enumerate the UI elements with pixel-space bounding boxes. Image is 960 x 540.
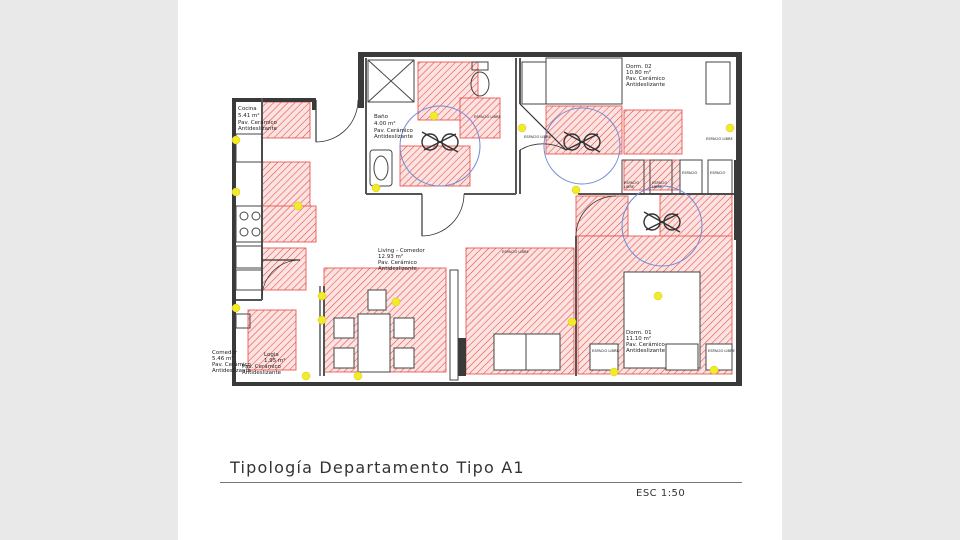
annotation-dorm2-f: ESPACIO <box>710 171 725 175</box>
zone-dorm2-right <box>623 109 683 155</box>
annotation-dorm2-c2: LIBRE <box>624 185 635 189</box>
annotation-dorm2-d2: LIBRE <box>652 185 663 189</box>
dorm2-area: 10.80 m² <box>626 69 651 76</box>
bano-name: Baño <box>374 114 389 120</box>
dorm1-floor2: Antideslizante <box>626 348 666 354</box>
room-label-bano: Baño 4.00 m² Pav. Cerámico Antideslizant… <box>374 114 414 140</box>
logia-floor: Pav. Cerámico <box>242 363 282 370</box>
accessibility-markers <box>231 111 735 381</box>
room-label-living: Living - Comedor 12.93 m² Pav. Cerámico … <box>378 248 426 272</box>
annotation-dorm2-b: ESPACIO LIBRE <box>706 137 733 141</box>
dorm1-furniture <box>589 271 733 371</box>
comedor-name: Comedor <box>212 350 238 356</box>
zone-kitchen-bottom <box>261 247 307 291</box>
comedor-area: 5.46 m² <box>212 355 234 362</box>
room-label-comedor: Comedor 5.46 m² Pav. Cerámico Antidesliz… <box>212 350 252 374</box>
room-label-logia: Logia 1.95 m² Pav. Cerámico Antideslizan… <box>242 352 286 376</box>
zone-dorm2-top <box>545 105 623 155</box>
dorm1-floor: Pav. Cerámico <box>626 341 666 348</box>
drawing-title: Tipología Departamento Tipo A1 <box>230 458 525 477</box>
floor-plan: Cocina 5.41 m² Pav. Cerámico Antidesliza… <box>212 52 742 386</box>
zone-dorm1-door <box>575 195 629 237</box>
cocina-name: Cocina <box>238 106 257 112</box>
annotation-dorm2-c: ESPACIO <box>624 181 639 185</box>
bano-area: 4.00 m² <box>374 120 396 127</box>
dorm2-floor2: Antideslizante <box>626 82 666 88</box>
dorm1-name: Dorm. 01 <box>626 330 652 336</box>
annotation-dorm2-a: ESPACIO LIBRE <box>524 135 551 139</box>
annotation-dorm1-a: ESPACIO LIBRE <box>592 349 619 353</box>
logia-name: Logia <box>264 352 279 358</box>
wheelchair-symbols <box>421 131 681 233</box>
annotation-dorm1-b: ESPACIO LIBRE <box>708 349 735 353</box>
living-name: Living - Comedor <box>378 248 426 254</box>
annotation-living: ESPACIO LIBRE <box>502 250 529 254</box>
zone-bath-mid <box>459 97 501 139</box>
bano-floor: Pav. Cerámico <box>374 127 414 134</box>
zone-kitchen-top <box>261 101 311 139</box>
living-furniture <box>333 269 561 381</box>
logia-floor2: Antideslizante <box>242 370 282 376</box>
dorm2-name: Dorm. 02 <box>626 64 652 70</box>
cocina-floor2: Antideslizante <box>238 126 278 132</box>
kitchen-fixtures <box>235 133 263 329</box>
drawing-sheet: Cocina 5.41 m² Pav. Cerámico Antidesliza… <box>178 0 782 540</box>
bathroom-fixtures <box>367 59 490 187</box>
annotation-dorm2-e: ESPACIO <box>682 171 697 175</box>
doors <box>261 99 617 376</box>
drawing-scale: ESC 1:50 <box>636 488 686 499</box>
room-label-dorm1: Dorm. 01 11.10 m² Pav. Cerámico Antidesl… <box>626 330 666 354</box>
cocina-area: 5.41 m² <box>238 112 260 119</box>
zone-kitchen-mid <box>261 161 311 209</box>
zone-kitchen-low <box>261 205 317 243</box>
annotation-dorm2-d: ESPACIO <box>652 181 667 185</box>
comedor-floor: Pav. Cerámico <box>212 361 252 368</box>
annotation-bano: ESPACIO LIBRE <box>474 115 501 119</box>
dorm2-furniture <box>521 57 733 195</box>
dorm2-floor: Pav. Cerámico <box>626 75 666 82</box>
living-floor: Pav. Cerámico <box>378 259 418 266</box>
logia-area: 1.95 m² <box>264 357 286 364</box>
living-area: 12.93 m² <box>378 253 403 260</box>
turning-circles <box>399 105 703 267</box>
cocina-floor: Pav. Cerámico <box>238 119 278 126</box>
zone-logia <box>247 309 297 371</box>
bano-floor2: Antideslizante <box>374 134 414 140</box>
room-label-dorm2: Dorm. 02 10.80 m² Pav. Cerámico Antidesl… <box>626 64 666 88</box>
space-annotations: ESPACIO LIBRE ESPACIO LIBRE ESPACIO LIBR… <box>474 115 735 353</box>
walls <box>232 52 742 386</box>
comedor-floor2: Antideslizante <box>212 368 252 374</box>
dorm1-area: 11.10 m² <box>626 335 651 342</box>
living-floor2: Antideslizante <box>378 266 418 272</box>
zone-bath-low <box>399 145 471 187</box>
room-label-cocina: Cocina 5.41 m² Pav. Cerámico Antidesliza… <box>238 106 278 132</box>
title-rule <box>220 482 742 483</box>
